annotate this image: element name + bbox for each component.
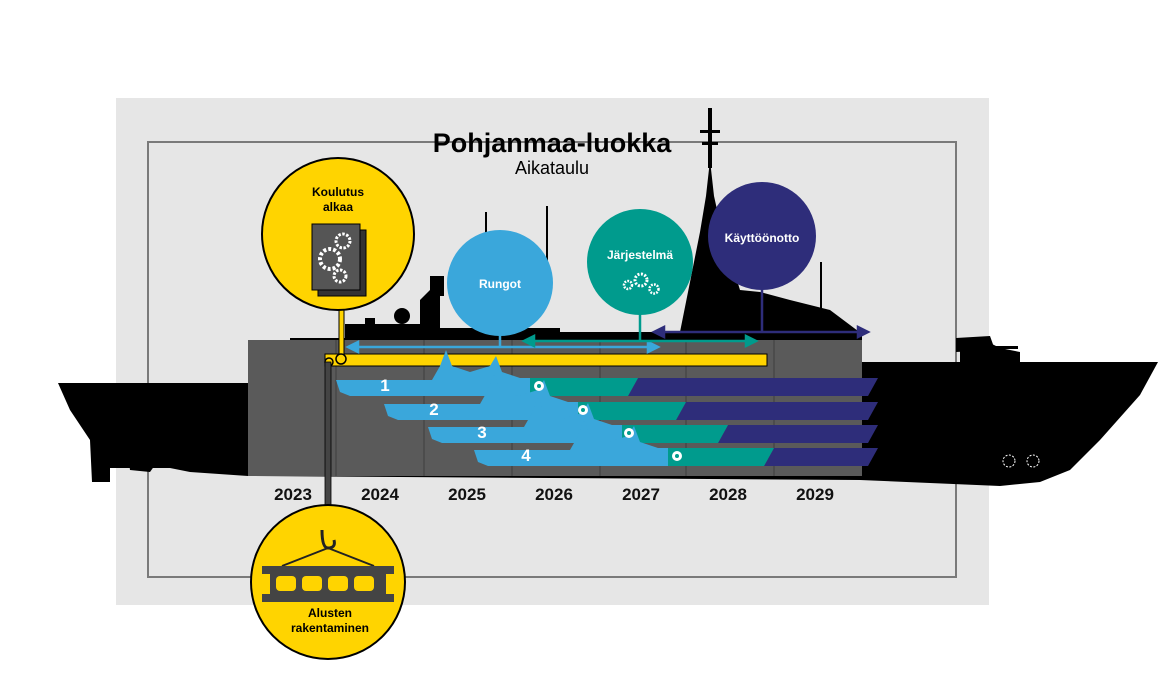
deck-post bbox=[365, 318, 375, 332]
frame-border bbox=[147, 141, 957, 578]
crane-hook-block-icon bbox=[262, 529, 394, 602]
year-axis: 2023 2024 2025 2026 2027 2028 2029 bbox=[274, 485, 834, 504]
construction-bubble: Alusten rakentaminen bbox=[250, 504, 406, 660]
antenna-2 bbox=[546, 206, 548, 280]
propeller bbox=[128, 448, 160, 472]
commissioning-bubble: Käyttöönotto bbox=[708, 182, 816, 290]
ship-number-3: 3 bbox=[477, 423, 486, 442]
hulls-arrow bbox=[345, 330, 661, 355]
ship-shape-3 bbox=[428, 397, 622, 443]
porthole-2 bbox=[1026, 454, 1040, 468]
ship-number-1: 1 bbox=[380, 376, 389, 395]
deck-tower bbox=[430, 276, 444, 296]
ship-shape-1 bbox=[336, 350, 530, 396]
construction-label-line2: rakentaminen bbox=[291, 621, 369, 635]
year-label: 2028 bbox=[709, 485, 747, 504]
antenna-3 bbox=[820, 262, 822, 312]
year-label: 2023 bbox=[274, 485, 312, 504]
ship-shape-4 bbox=[474, 420, 668, 466]
hulls-label: Rungot bbox=[479, 277, 521, 291]
training-label-line1: Koulutus bbox=[312, 185, 364, 199]
gear-markers bbox=[534, 381, 682, 461]
chart-title: Pohjanmaa-luokka bbox=[433, 128, 673, 158]
year-label: 2026 bbox=[535, 485, 573, 504]
radar-dome bbox=[394, 308, 410, 324]
training-label-line2: alkaa bbox=[323, 200, 353, 214]
construction-label-line1: Alusten bbox=[308, 606, 352, 620]
ship-numbers: 1 2 3 4 bbox=[380, 376, 531, 465]
training-bar bbox=[324, 353, 768, 367]
year-label: 2025 bbox=[448, 485, 486, 504]
ship-number-2: 2 bbox=[429, 400, 438, 419]
commissioning-label: Käyttöönotto bbox=[725, 231, 800, 245]
systems-bars bbox=[518, 378, 774, 466]
commissioning-arrow bbox=[651, 282, 871, 340]
hulls-bubble: Rungot bbox=[447, 230, 553, 336]
year-label: 2024 bbox=[361, 485, 399, 504]
front-mast bbox=[708, 108, 712, 168]
chart-subtitle: Aikataulu bbox=[515, 158, 589, 178]
systems-arrow bbox=[521, 310, 759, 349]
year-label: 2027 bbox=[622, 485, 660, 504]
systems-label: Järjestelmä bbox=[607, 248, 673, 262]
ship-number-4: 4 bbox=[521, 446, 531, 465]
mast-yard bbox=[700, 130, 720, 133]
commissioning-bars bbox=[628, 378, 878, 466]
systems-bubble: Järjestelmä bbox=[587, 209, 693, 315]
gun-turret bbox=[956, 336, 995, 352]
year-label: 2029 bbox=[796, 485, 834, 504]
ship-shape-2 bbox=[384, 374, 578, 420]
gun-barrel bbox=[990, 346, 1018, 349]
gears-book-icon bbox=[311, 223, 367, 297]
mast-yard-lower bbox=[702, 142, 718, 145]
gears-icon bbox=[622, 272, 660, 295]
porthole-1 bbox=[1002, 454, 1016, 468]
training-start-marker bbox=[335, 353, 347, 365]
training-bubble: Koulutus alkaa bbox=[261, 157, 415, 311]
hull-ship-shapes bbox=[336, 350, 668, 466]
